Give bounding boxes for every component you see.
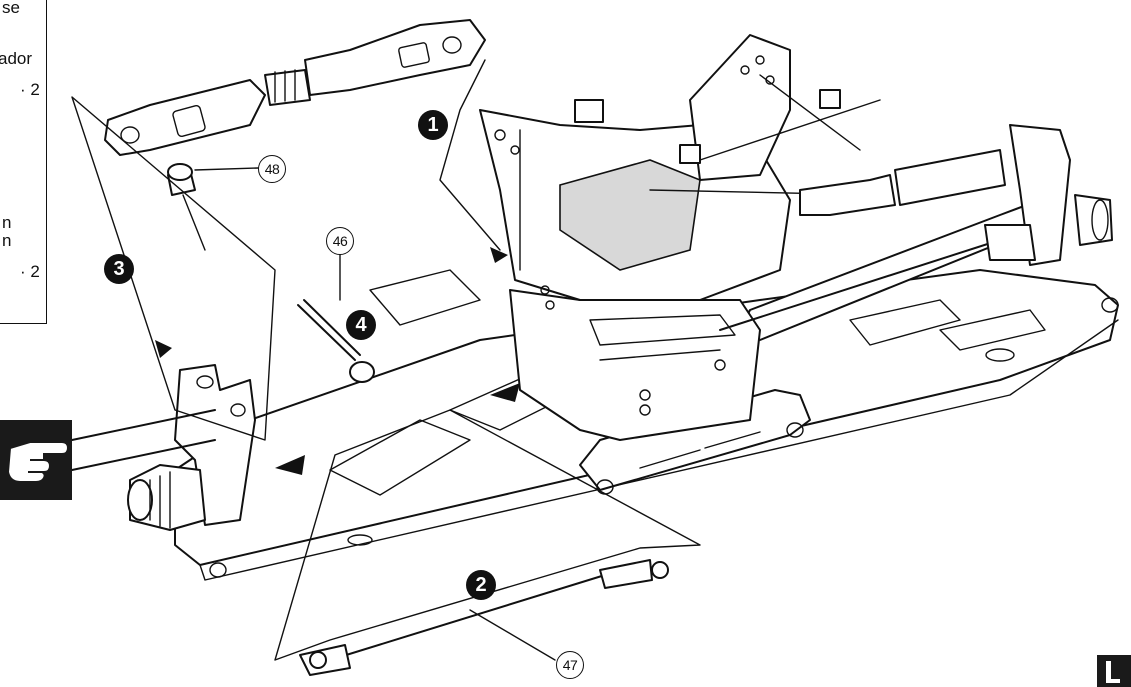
caption-line-5: n: [2, 231, 12, 250]
step-2-label: 2: [475, 573, 487, 596]
caption-line-2: ador: [0, 49, 33, 68]
caption-line-4: n: [2, 213, 12, 232]
step-4-marker: 4: [346, 310, 376, 340]
part-48-label: 48: [264, 161, 280, 177]
part-47-label: 47: [562, 657, 578, 673]
right-turnbuckle: [799, 174, 896, 216]
part-46-callout: 46: [326, 227, 354, 255]
step-4-label: 4: [355, 313, 367, 336]
step-1-label: 1: [427, 113, 439, 136]
page-tab-icon: [1097, 655, 1131, 687]
caption-line-3: · 2: [20, 80, 40, 99]
part-47-callout: 47: [556, 651, 584, 679]
step-3-marker: 3: [104, 254, 134, 284]
step-1-marker: 1: [418, 110, 448, 140]
upper-turnbuckle: [104, 79, 266, 156]
step-3-label: 3: [113, 257, 125, 280]
tip-badge: [0, 420, 72, 500]
part-48-callout: 48: [258, 155, 286, 183]
shock-tower: [689, 34, 791, 181]
caption-box: se ador · 2 n n · 2: [0, 0, 47, 324]
page-tab-mark-base: [1106, 679, 1120, 683]
pointing-hand-icon: [6, 441, 70, 483]
caption-line-1: se: [2, 0, 20, 17]
step-2-marker: 2: [466, 570, 496, 600]
right-upright: [1009, 124, 1071, 266]
caption-line-6: · 2: [20, 262, 40, 281]
drive-shaft: [329, 574, 606, 661]
page-tab-mark: [1106, 661, 1111, 683]
part-46-label: 46: [332, 233, 348, 249]
